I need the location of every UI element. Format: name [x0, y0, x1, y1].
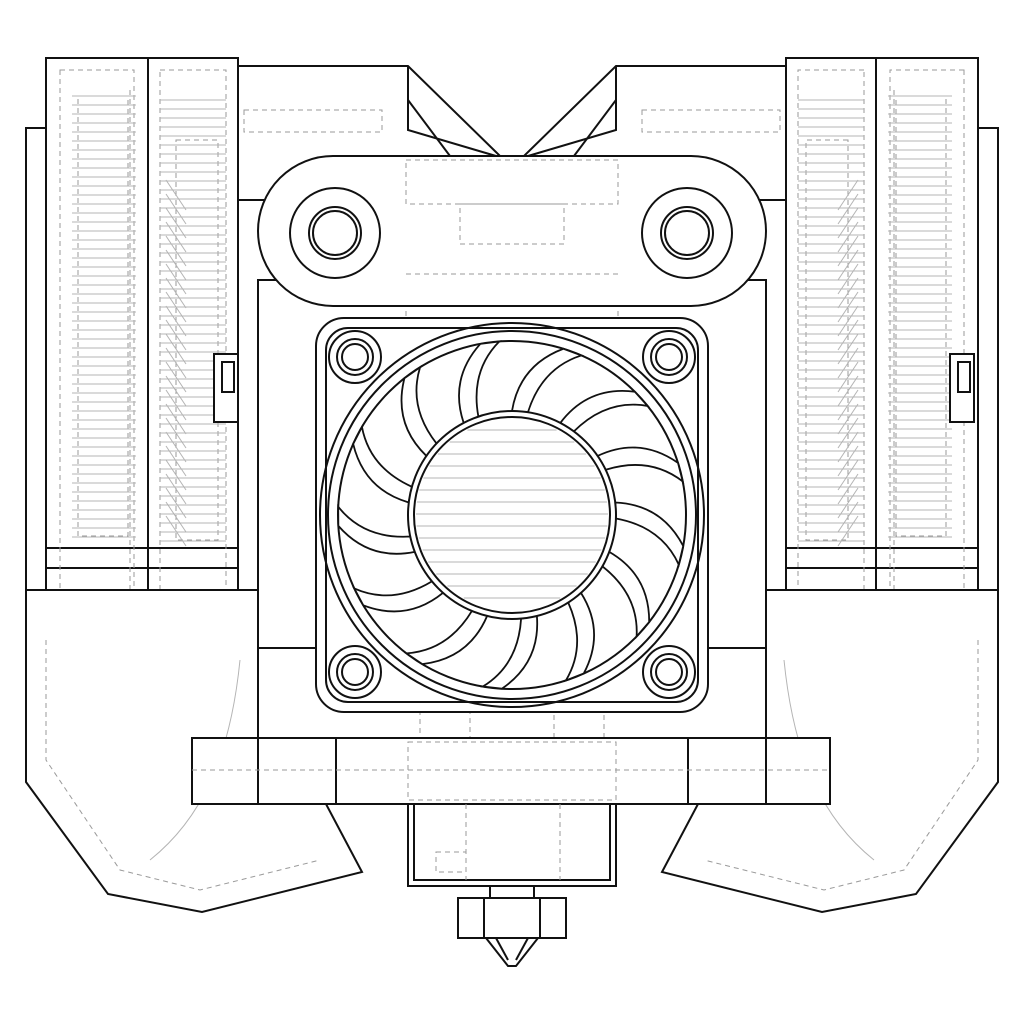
- left-heatsink-fins: [72, 95, 226, 547]
- fan-hub: [407, 410, 617, 620]
- fan-blade: [403, 609, 489, 666]
- fan-blade: [510, 347, 585, 414]
- fan-blade: [601, 550, 651, 639]
- fan-screw-bottom-right: [642, 645, 696, 699]
- heater-block: [407, 803, 617, 887]
- nozzle: [457, 885, 567, 967]
- mount-hole-right: [641, 187, 733, 279]
- fan-blade: [559, 390, 650, 433]
- fan-blade: [352, 424, 413, 504]
- fan-blade: [596, 446, 685, 484]
- fan-blade: [400, 365, 438, 458]
- fan-screw-top-right: [642, 330, 696, 384]
- fan-blade: [458, 340, 502, 425]
- bottom-crossbar: [191, 737, 831, 805]
- mount-hole-left: [289, 187, 381, 279]
- cooling-fan: [315, 317, 709, 713]
- fan-blade: [337, 504, 416, 555]
- fan-blade: [563, 591, 595, 683]
- fan-screw-top-left: [328, 330, 382, 384]
- fan-blade: [614, 501, 685, 568]
- fan-blades: [337, 340, 685, 690]
- fan-blade: [480, 614, 539, 690]
- left-clip: [213, 353, 239, 423]
- fan-screw-bottom-left: [328, 645, 382, 699]
- top-mount-plate: [257, 155, 767, 307]
- fan-blade: [352, 580, 445, 613]
